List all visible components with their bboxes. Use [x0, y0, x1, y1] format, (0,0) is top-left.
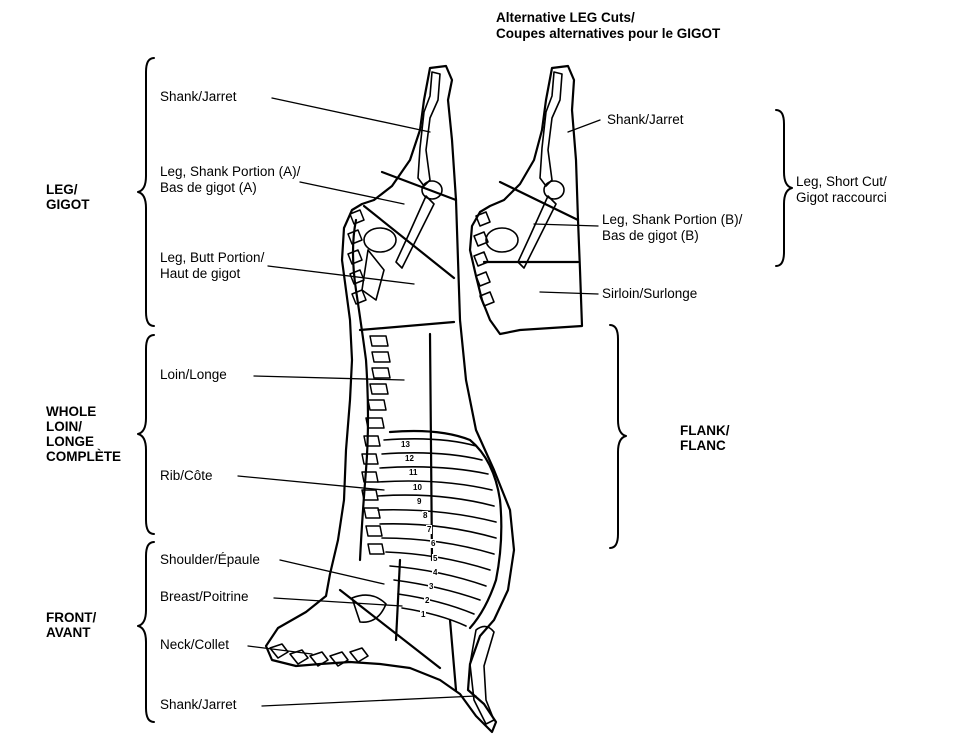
- alt-leg-bones: [473, 71, 565, 307]
- leader-lines: [237, 97, 601, 707]
- vertebrae: [347, 209, 391, 555]
- label-shoulder: Shoulder/Épaule: [160, 552, 260, 567]
- leader-loin: [253, 375, 405, 381]
- leader-rib: [237, 475, 385, 491]
- ribs: [377, 438, 497, 627]
- brace-loin: [137, 334, 155, 535]
- label-loin: Loin/Longe: [160, 367, 227, 382]
- brace-leg: [137, 57, 155, 327]
- label-breast: Breast/Poitrine: [160, 589, 249, 604]
- leader-shank-fore: [261, 695, 477, 707]
- leader-neck: [247, 645, 313, 655]
- leader-leg-butt: [267, 265, 415, 285]
- rib-number: 8: [422, 511, 429, 520]
- brace-short-cut: [775, 109, 793, 267]
- section-front: FRONT/ AVANT: [46, 610, 97, 640]
- leader-breast: [273, 597, 403, 607]
- label-shank-fore: Shank/Jarret: [160, 697, 237, 712]
- section-leg: LEG/ GIGOT: [46, 182, 90, 212]
- label-leg-short-cut: Leg, Short Cut/ Gigot raccourci: [796, 174, 887, 205]
- rib-number: 2: [424, 596, 431, 606]
- rib-number: 4: [432, 567, 439, 577]
- rib-number: 10: [412, 482, 423, 492]
- label-alt-shank: Shank/Jarret: [607, 112, 684, 127]
- leader-leg-shank-a: [299, 181, 405, 205]
- leader-alt-leg-shank-b: [533, 223, 599, 227]
- label-alt-leg-shank-portion-b: Leg, Shank Portion (B)/ Bas de gigot (B): [602, 212, 743, 243]
- rib-number: 1: [420, 610, 427, 620]
- rib-number: 3: [428, 582, 435, 591]
- leader-sirloin: [539, 291, 599, 295]
- brace-front: [137, 541, 155, 723]
- rib-number: 12: [404, 454, 415, 464]
- leader-shank-hind: [271, 97, 431, 133]
- rib-number: 5: [432, 553, 439, 563]
- rib-number: 13: [400, 440, 411, 449]
- alt-leg-title-line1: Alternative LEG Cuts/: [496, 10, 635, 25]
- label-neck: Neck/Collet: [160, 637, 230, 652]
- alt-leg-title-line2: Coupes alternatives pour le GIGOT: [496, 26, 721, 41]
- fore-leg-bones: [269, 594, 495, 725]
- rib-number: 11: [408, 468, 419, 478]
- leader-alt-shank: [567, 119, 601, 133]
- main-carcass-outline: [264, 64, 516, 734]
- section-flank: FLANK/ FLANC: [680, 423, 730, 453]
- label-rib: Rib/Côte: [160, 468, 213, 483]
- label-leg-butt-portion: Leg, Butt Portion/ Haut de gigot: [160, 250, 265, 281]
- label-shank-hind: Shank/Jarret: [160, 89, 237, 104]
- brace-flank: [609, 324, 627, 549]
- rib-number: 9: [416, 496, 423, 506]
- label-sirloin: Sirloin/Surlonge: [602, 286, 698, 301]
- hind-leg-bones: [361, 71, 443, 301]
- leader-shoulder: [279, 559, 385, 585]
- label-leg-shank-portion-a: Leg, Shank Portion (A)/ Bas de gigot (A): [160, 164, 301, 195]
- rib-number: 6: [430, 539, 437, 549]
- section-whole-loin: WHOLE LOIN/ LONGE COMPLÈTE: [46, 404, 122, 464]
- rib-number: 7: [426, 525, 433, 535]
